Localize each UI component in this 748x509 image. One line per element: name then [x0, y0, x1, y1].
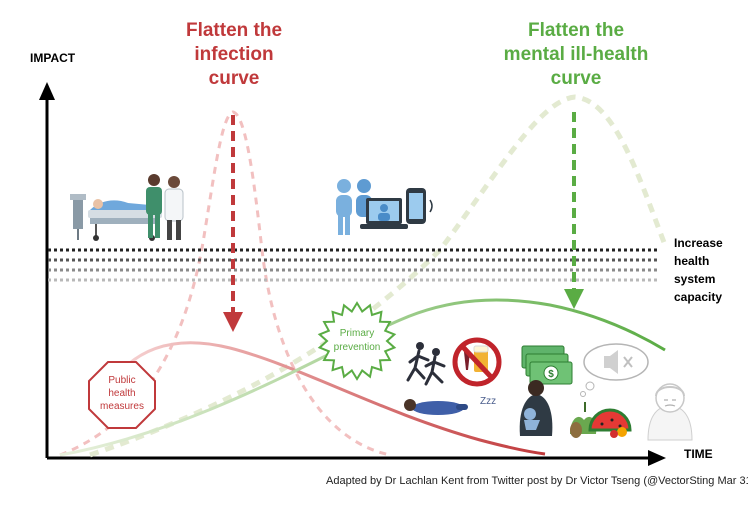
- capacity-label-line-3: system: [674, 272, 715, 286]
- money-icon: $: [521, 345, 573, 385]
- burst-line-2: prevention: [334, 342, 381, 353]
- mental-down-arrow: [564, 112, 584, 309]
- elderly-woman-icon: [647, 383, 693, 441]
- smartphone-icon: [406, 188, 433, 224]
- svg-text:$: $: [548, 369, 554, 380]
- primary-prevention-burst: Primary prevention: [317, 301, 397, 381]
- running-people-icon: [406, 342, 446, 386]
- axes: [39, 82, 666, 466]
- stop-sign-line-3: measures: [100, 401, 144, 412]
- stop-sign-line-2: health: [108, 388, 135, 399]
- mental-title-line-1: Flatten the: [528, 20, 624, 41]
- mental-flattened-curve: [59, 298, 666, 457]
- mental-dashed-curve: [89, 94, 668, 458]
- capacity-lines: [48, 248, 660, 282]
- green-arrow-head-icon: [564, 289, 584, 309]
- public-health-stop-sign: Public health measures: [88, 361, 156, 429]
- laptop-video-call-icon: [360, 198, 408, 229]
- capacity-label-line-1: Increase: [674, 236, 723, 250]
- x-axis-label: TIME: [684, 447, 713, 461]
- infection-title-line-1: Flatten the: [186, 20, 282, 41]
- sleeping-person-icon: Zzz: [404, 396, 496, 415]
- red-arrow-head-icon: [223, 312, 243, 332]
- food-icon: [570, 402, 632, 438]
- burst-line-1: Primary: [340, 328, 374, 339]
- mental-title-line-2: mental ill-health: [504, 44, 649, 65]
- credit-caption: Adapted by Dr Lachlan Kent from Twitter …: [326, 475, 748, 487]
- capacity-label-line-2: health: [674, 254, 709, 268]
- stop-sign-line-1: Public: [108, 375, 135, 386]
- capacity-label-line-4: capacity: [674, 290, 722, 304]
- mental-title-line-3: curve: [551, 68, 602, 89]
- nurse-icon: [146, 174, 162, 238]
- infection-flattened-curve: [118, 341, 546, 456]
- mother-child-icon: [519, 380, 553, 436]
- infection-down-arrow: [223, 115, 243, 332]
- infection-dashed-curve: [59, 110, 391, 457]
- y-axis-label: IMPACT: [30, 51, 76, 65]
- thought-bubble-muted-icon: [580, 343, 649, 397]
- no-alcohol-icon: [452, 337, 502, 387]
- y-axis-arrow-icon: [39, 82, 55, 100]
- infection-title-line-3: curve: [209, 68, 260, 89]
- sleep-text: Zzz: [480, 396, 496, 407]
- infection-title-line-2: infection: [194, 44, 273, 65]
- doctor-icon: [164, 176, 184, 240]
- x-axis-arrow-icon: [648, 450, 666, 466]
